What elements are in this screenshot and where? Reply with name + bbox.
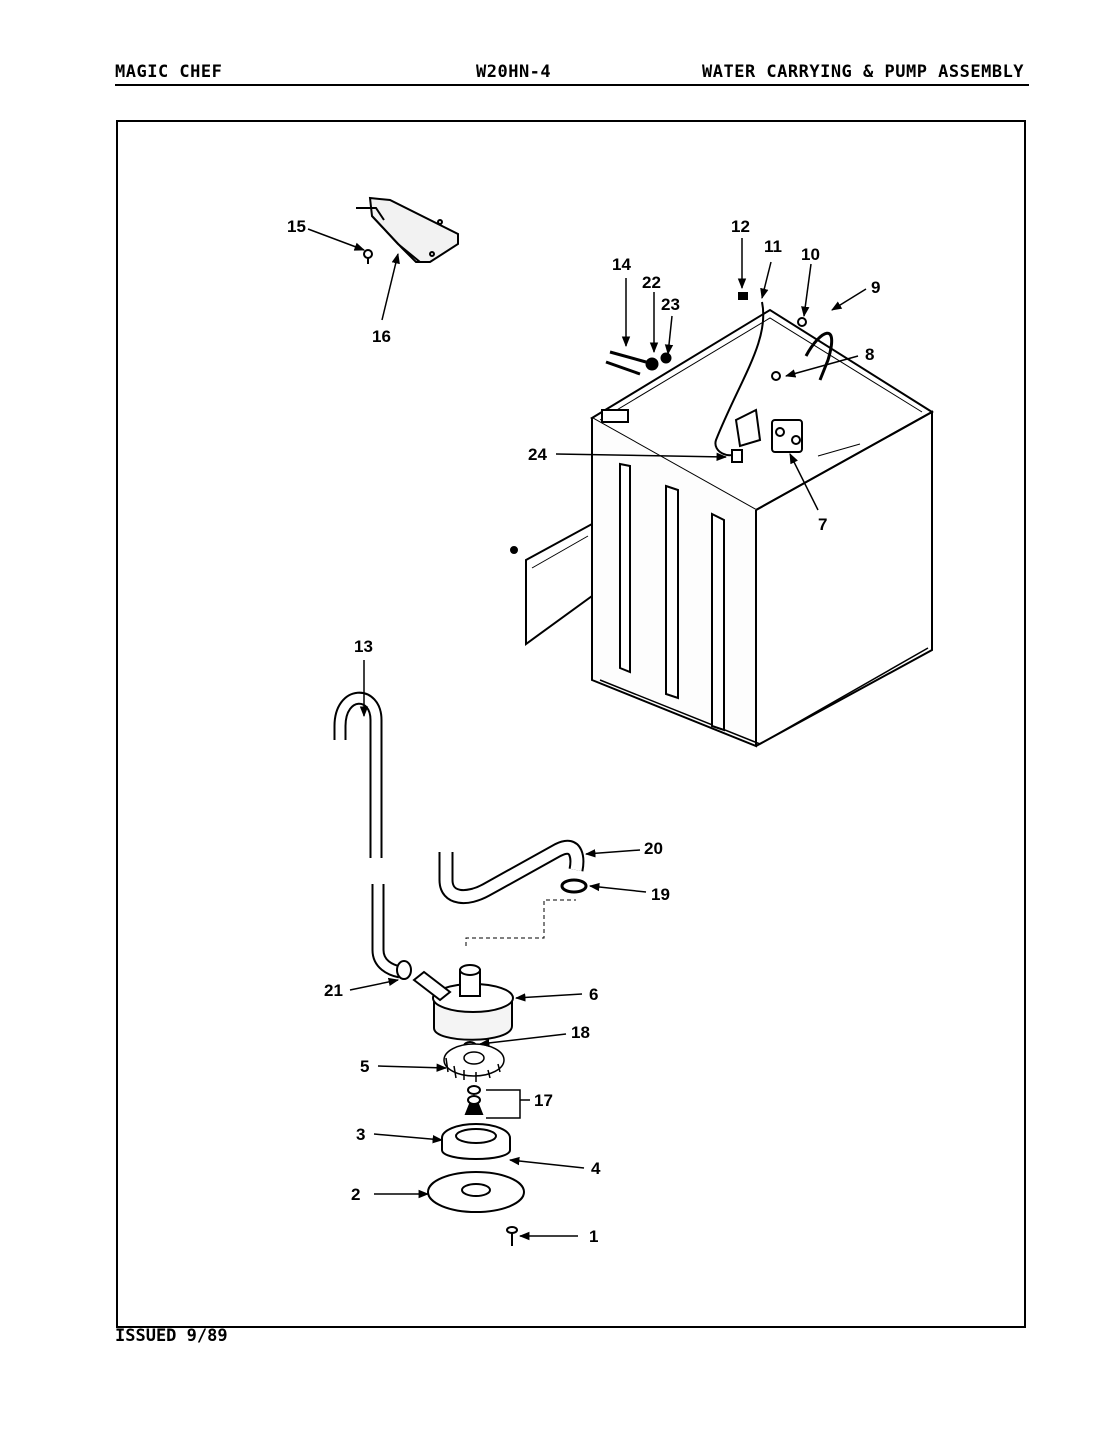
- callout-4: 4: [591, 1159, 601, 1178]
- cover-plate-part: [427, 1171, 525, 1213]
- hose-clamp-part: [560, 878, 588, 894]
- pump-body-part: [412, 964, 514, 1041]
- callout-17: 17: [534, 1091, 553, 1110]
- callout-5: 5: [360, 1057, 369, 1076]
- callout-20: 20: [644, 839, 663, 858]
- callout-11: 11: [764, 237, 782, 256]
- callout-22: 22: [642, 273, 661, 292]
- drain-hose-upper-inner: [335, 693, 381, 858]
- pump-hose-part-inner: [440, 842, 583, 902]
- callout-13: 13: [354, 637, 373, 656]
- cabinet: [590, 308, 934, 748]
- callout-labels: 1 2 3 4 5 6 7 8 9 10 11 12 13 14 15 16 1…: [287, 217, 880, 1246]
- drain-hose-lower-inner: [373, 884, 402, 977]
- water-valve-part: [771, 419, 803, 453]
- pump-housing-part: [441, 1123, 511, 1160]
- callout-14: 14: [612, 255, 631, 274]
- drain-hose-upper: [333, 691, 383, 858]
- callout-3: 3: [356, 1125, 365, 1144]
- bolt-parts: [605, 350, 672, 376]
- bracket-part: [356, 196, 459, 263]
- callout-7: 7: [818, 515, 827, 534]
- callout-23: 23: [661, 295, 680, 314]
- screw-part: [506, 1226, 518, 1246]
- fill-hose-part: [804, 331, 834, 381]
- alignment-line: [465, 899, 576, 946]
- issue-date: ISSUED 9/89: [115, 1326, 228, 1346]
- leader-lines: [307, 228, 867, 1241]
- page-title: WATER CARRYING & PUMP ASSEMBLY: [702, 62, 1025, 82]
- callout-24: 24: [528, 445, 547, 464]
- seal-set-part: [464, 1085, 484, 1115]
- header-rule: [115, 84, 1029, 86]
- clip-part: [797, 317, 807, 327]
- screw-small-part: [738, 292, 748, 300]
- callout-9: 9: [871, 278, 880, 297]
- callout-19: 19: [651, 885, 670, 904]
- model-number: W20HN-4: [476, 62, 552, 82]
- callout-15: 15: [287, 217, 306, 236]
- callout-8: 8: [865, 345, 874, 364]
- brand-label: MAGIC CHEF: [115, 62, 223, 82]
- callout-16: 16: [372, 327, 391, 346]
- callout-1: 1: [589, 1227, 598, 1246]
- callout-2: 2: [351, 1185, 360, 1204]
- impeller-part: [443, 1043, 505, 1082]
- cabinet-screw-part: [731, 449, 743, 463]
- callout-12: 12: [731, 217, 750, 236]
- callout-21: 21: [324, 981, 343, 1000]
- diagram-frame: [116, 120, 1026, 1328]
- side-panel: [510, 522, 593, 646]
- clamp-small-part: [771, 371, 781, 381]
- callout-10: 10: [801, 245, 820, 264]
- callout-18: 18: [571, 1023, 590, 1042]
- callout-6: 6: [589, 985, 598, 1004]
- drain-clamp-part: [396, 960, 412, 980]
- bracket-screw: [363, 249, 373, 264]
